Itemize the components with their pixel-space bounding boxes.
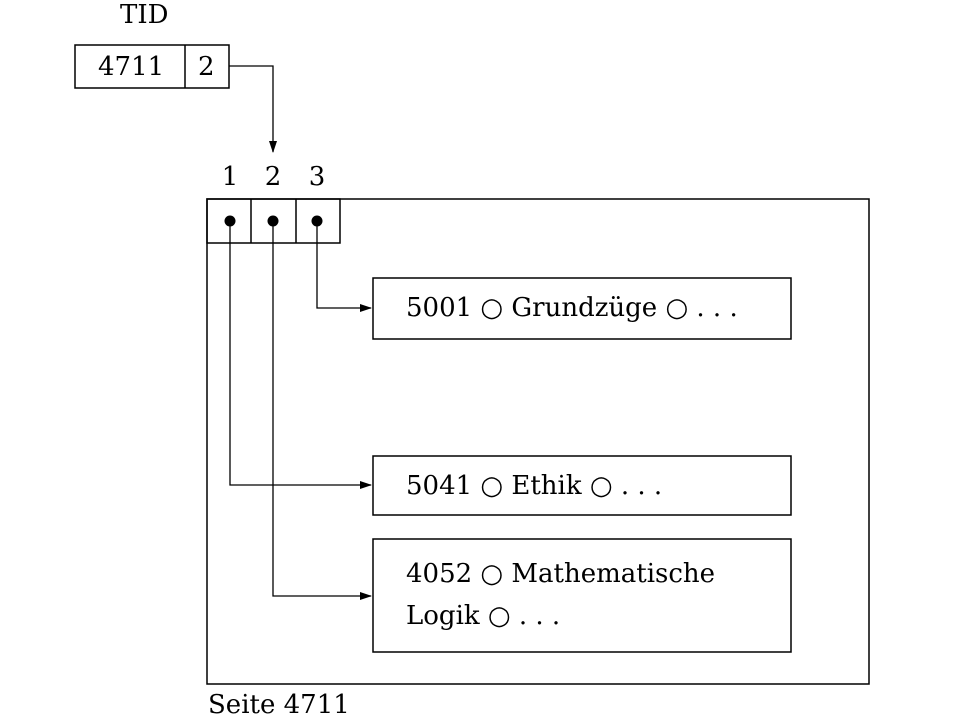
record-2-text: 5041 ○ Ethik ○ . . . <box>406 471 663 501</box>
record-box-3 <box>372 538 792 653</box>
slot-3-arrow <box>316 221 372 312</box>
record-3-text-line-2: Logik ○ . . . <box>406 601 561 631</box>
page-label: Seite 4711 <box>208 690 350 720</box>
tid-page-number: 4711 <box>98 52 165 82</box>
record-3-text-line-1: 4052 ○ Mathematische <box>406 559 716 589</box>
slot-2-arrow <box>272 221 372 600</box>
tid-pointer-arrow <box>229 65 277 153</box>
tid-slot-number: 2 <box>198 52 215 82</box>
tid-label: TID <box>120 0 169 30</box>
slot-number-3: 3 <box>308 162 326 192</box>
record-1-text: 5001 ○ Grundzüge ○ . . . <box>406 293 738 323</box>
record-box-1 <box>372 277 792 340</box>
slot-number-1: 1 <box>221 162 239 192</box>
record-box-2 <box>372 455 792 516</box>
slot-number-2: 2 <box>264 162 282 192</box>
page-frame <box>206 198 870 685</box>
slot-1-arrow <box>229 221 372 489</box>
